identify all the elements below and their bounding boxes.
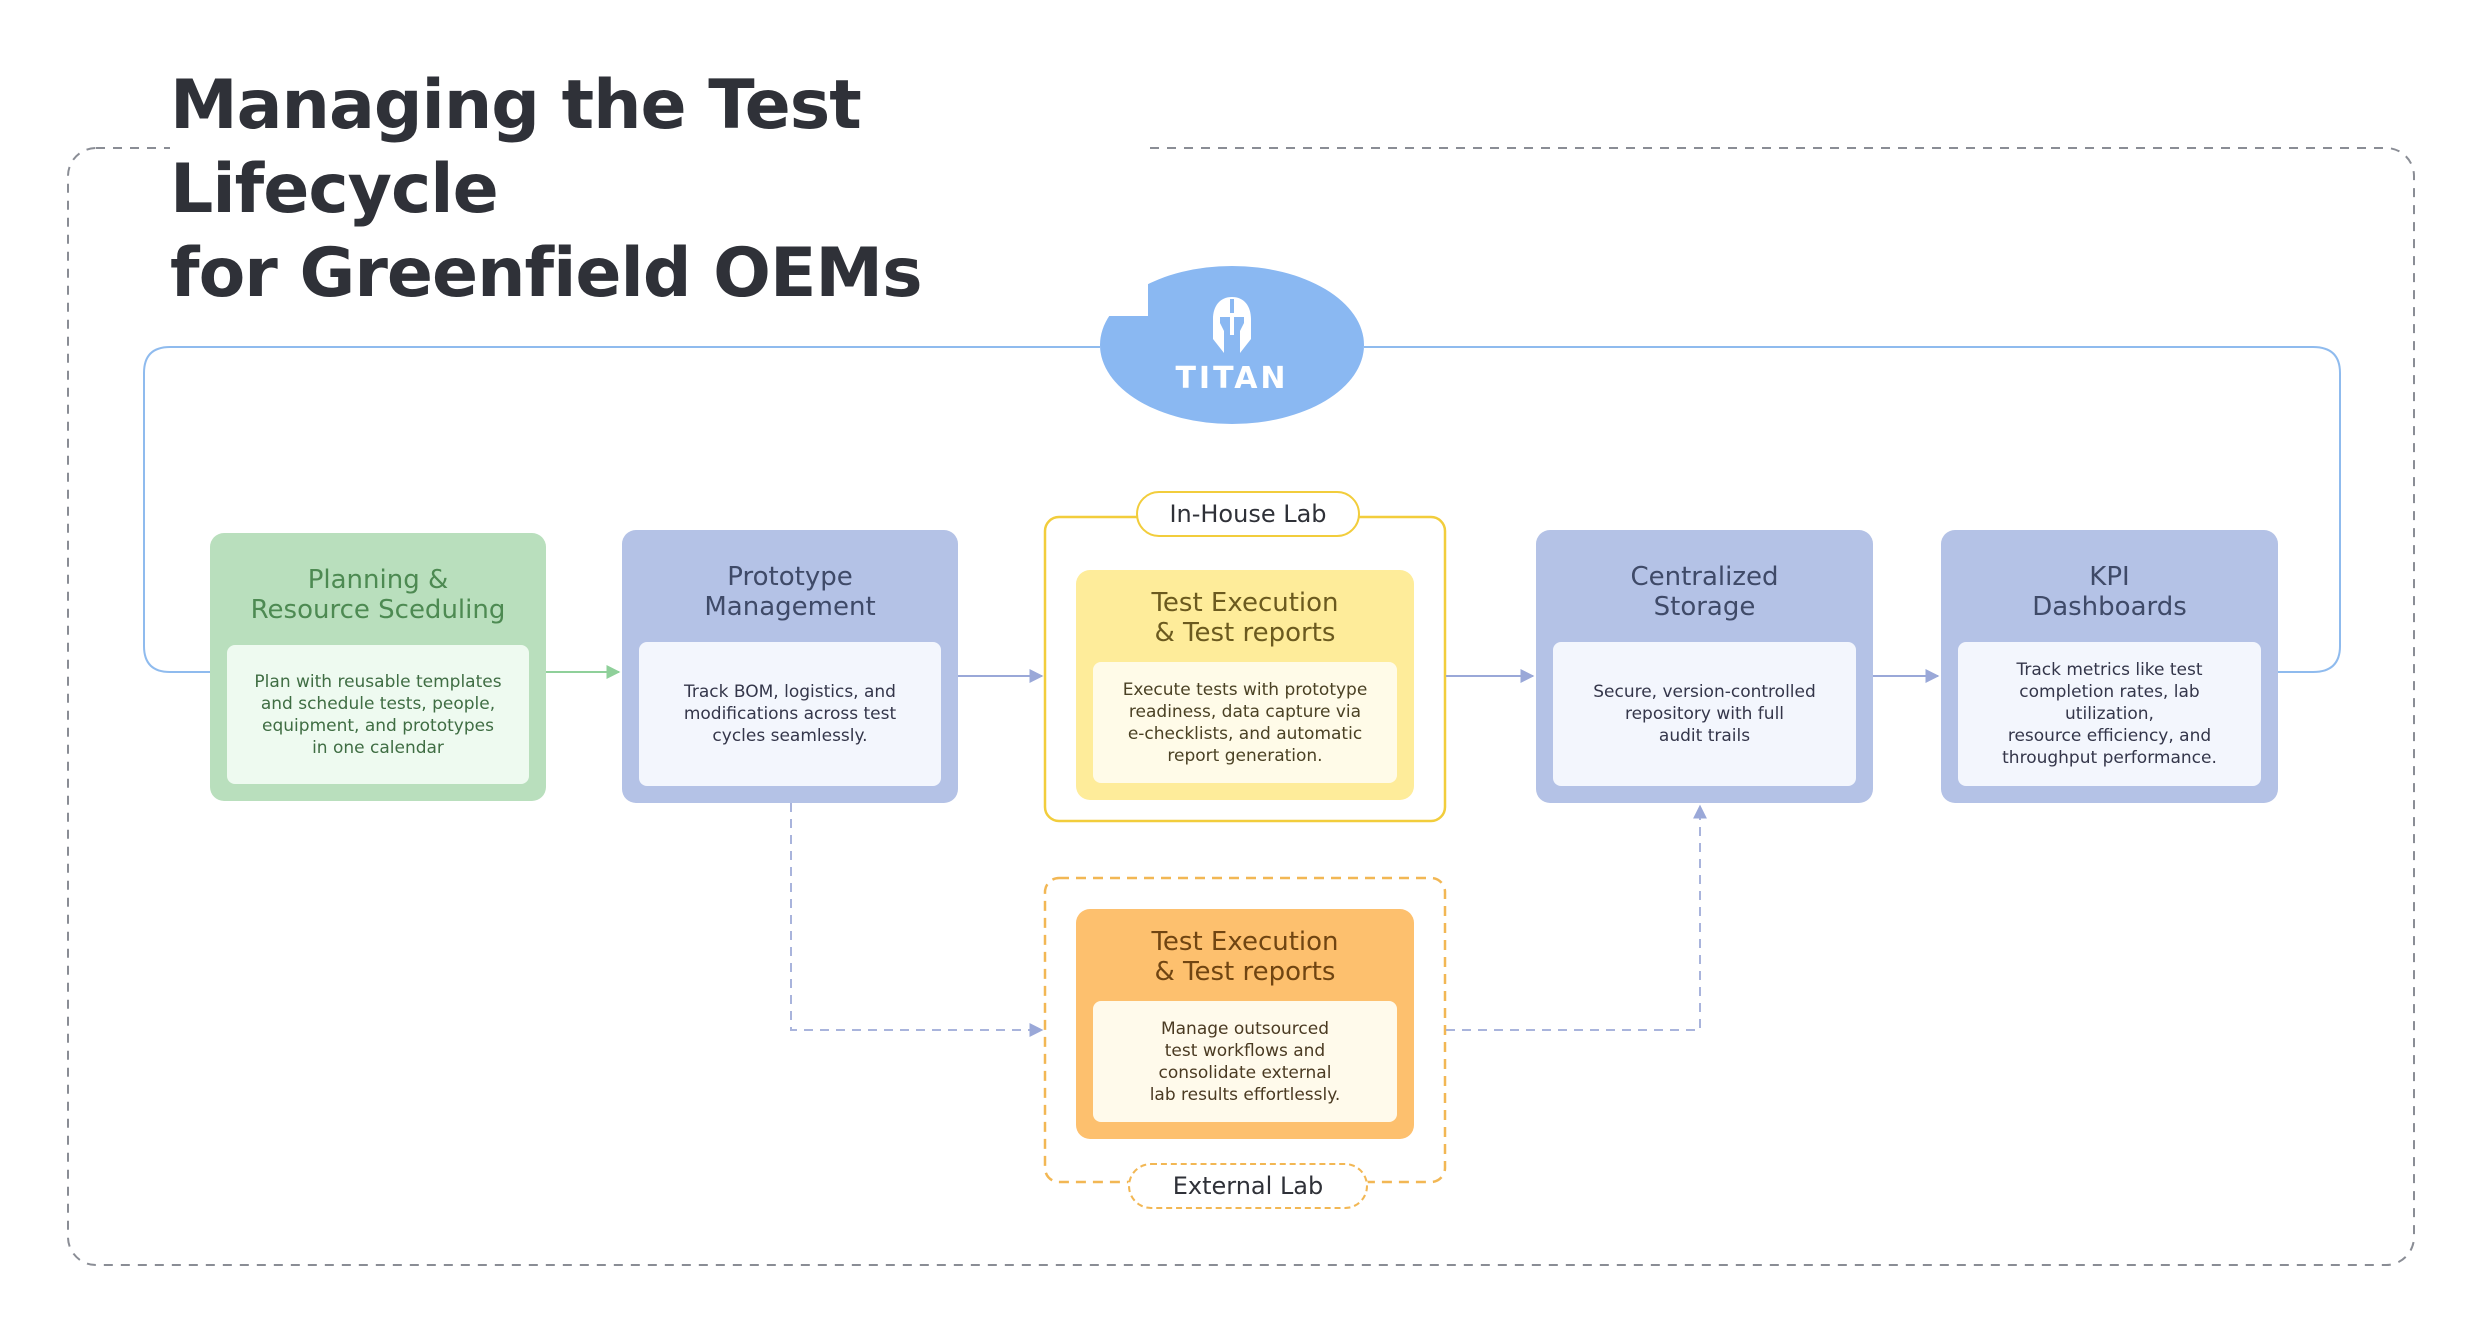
card-inhouse-test-execution[interactable]: Test Execution & Test reports Execute te… — [1076, 570, 1414, 800]
card-prototype-title: Prototype Management — [704, 562, 876, 622]
card-planning-body: Plan with reusable templates and schedul… — [227, 645, 529, 784]
card-storage-body: Secure, version-controlled repository wi… — [1553, 642, 1856, 786]
card-kpi-body: Track metrics like test completion rates… — [1958, 642, 2261, 786]
card-prototype-management[interactable]: Prototype Management Track BOM, logistic… — [622, 530, 958, 803]
in-house-lab-label: In-House Lab — [1136, 491, 1360, 537]
titan-logo: TITAN — [1100, 266, 1364, 424]
card-kpi-title: KPI Dashboards — [2032, 562, 2187, 622]
external-lab-label: External Lab — [1128, 1163, 1368, 1209]
page-title-line-2: for Greenfield OEMs — [170, 234, 923, 313]
card-inhouse-title: Test Execution & Test reports — [1151, 588, 1339, 648]
titan-logo-text: TITAN — [1175, 360, 1289, 396]
card-storage-title: Centralized Storage — [1630, 562, 1779, 622]
card-planning[interactable]: Planning & Resource Sceduling Plan with … — [210, 533, 546, 801]
spartan-helmet-icon — [1213, 296, 1251, 353]
page-title-line-1: Managing the Test Lifecycle — [170, 66, 862, 229]
card-kpi-dashboards[interactable]: KPI Dashboards Track metrics like test c… — [1941, 530, 2278, 803]
card-external-test-execution[interactable]: Test Execution & Test reports Manage out… — [1076, 909, 1414, 1139]
page-title: Managing the Test Lifecycle for Greenfie… — [170, 64, 1148, 316]
card-external-title: Test Execution & Test reports — [1151, 927, 1339, 987]
card-planning-title: Planning & Resource Sceduling — [250, 565, 506, 625]
card-prototype-body: Track BOM, logistics, and modifications … — [639, 642, 941, 786]
card-centralized-storage[interactable]: Centralized Storage Secure, version-cont… — [1536, 530, 1873, 803]
card-external-body: Manage outsourced test workflows and con… — [1093, 1001, 1397, 1122]
arrow-external-to-storage — [1446, 804, 1707, 1031]
external-lab-frame — [1043, 876, 1447, 1184]
arrow-prototype-to-external — [790, 803, 1044, 1037]
titan-logo-ellipse — [1100, 266, 1364, 424]
card-inhouse-body: Execute tests with prototype readiness, … — [1093, 662, 1397, 783]
titan-loop-line — [143, 346, 2341, 673]
outer-dashed-frame — [67, 147, 2415, 1266]
